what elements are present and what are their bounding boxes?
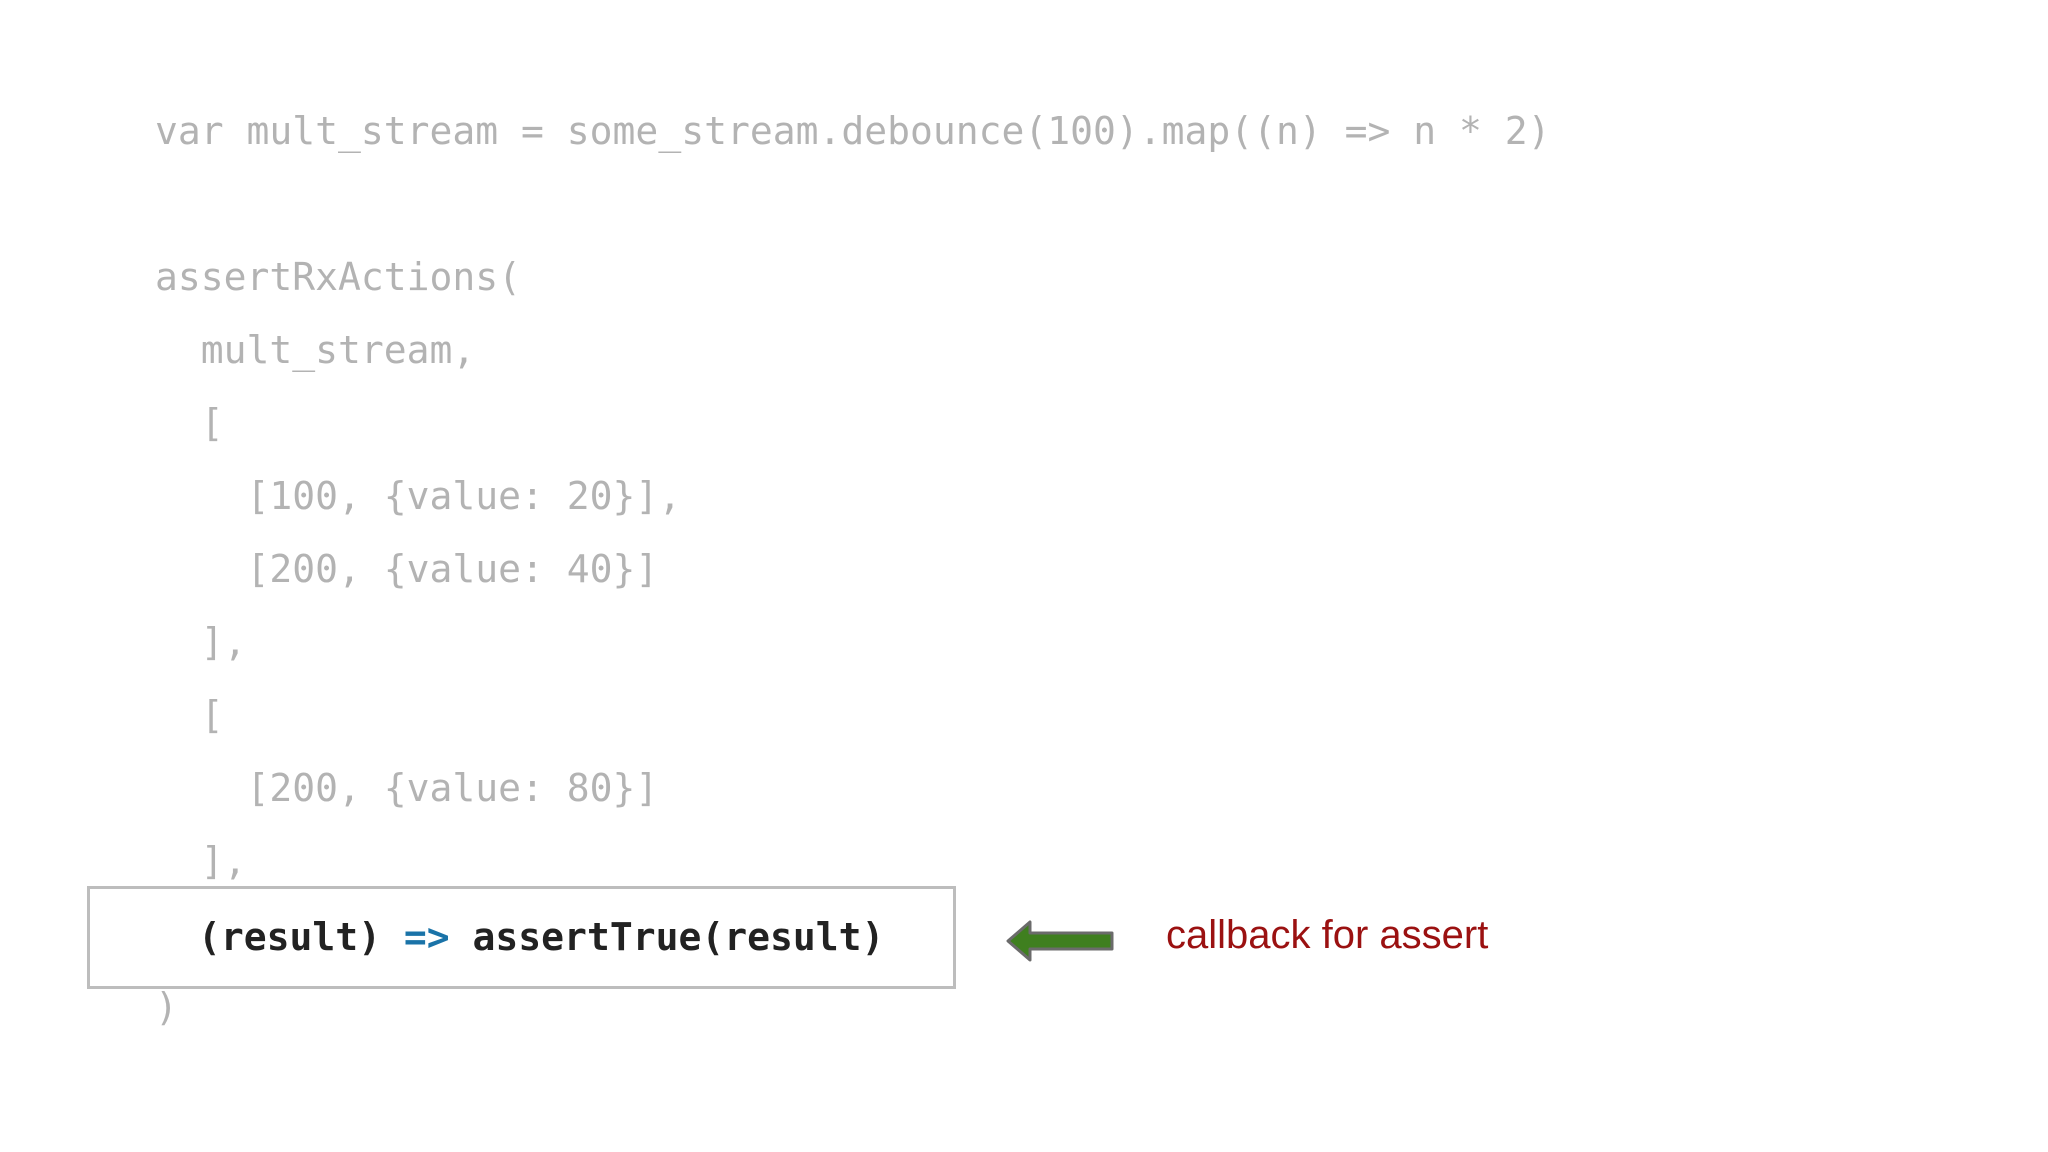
code-line-close-bracket-2: ], — [155, 839, 247, 883]
left-arrow-icon — [1006, 920, 1114, 962]
code-line-action-2: [200, {value: 40}] — [155, 547, 659, 591]
code-line-callback: (result) => assertTrue(result) — [198, 912, 884, 962]
code-line-declaration: var mult_stream = some_stream.debounce(1… — [155, 109, 1551, 153]
code-line-closing-paren: ) — [155, 985, 178, 1029]
code-line-close-bracket-1: ], — [155, 620, 247, 664]
code-line-action-1: [100, {value: 20}], — [155, 474, 682, 518]
code-line-open-bracket-1: [ — [155, 401, 224, 445]
code-line-expected-action: [200, {value: 80}] — [155, 766, 659, 810]
code-line-open-bracket-2: [ — [155, 693, 224, 737]
arrow-operator: => — [403, 915, 450, 959]
callback-body: assertTrue(result) — [449, 915, 885, 959]
callback-annotation: callback for assert — [1166, 913, 1489, 957]
callback-params: (result) — [198, 915, 404, 959]
code-line-assert-call: assertRxActions( — [155, 255, 522, 299]
highlight-box — [87, 886, 956, 989]
code-line-stream-arg: mult_stream, — [155, 328, 476, 372]
